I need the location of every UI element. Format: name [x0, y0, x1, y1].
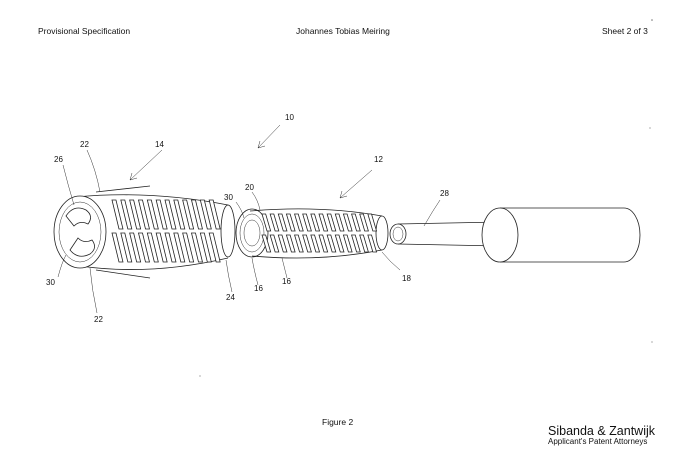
- figure-caption: Figure 2: [322, 417, 353, 427]
- helical-vane: [360, 235, 369, 252]
- ref-12: 12: [374, 155, 383, 164]
- housing-cylinder: [482, 208, 640, 262]
- helical-vane: [192, 233, 203, 262]
- helical-vane: [286, 214, 295, 231]
- helical-vane: [183, 233, 194, 262]
- helical-vane: [174, 200, 185, 229]
- helical-vane: [286, 235, 295, 252]
- ref-24: 24: [226, 293, 235, 302]
- small-cylinder: [250, 209, 388, 258]
- small-cylinder-vanes: [262, 214, 377, 252]
- ref-10: 10: [285, 113, 294, 122]
- helical-vane: [335, 235, 344, 252]
- helical-vane: [343, 214, 352, 231]
- ref-26: 26: [54, 155, 63, 164]
- helical-vane: [130, 233, 141, 262]
- helical-vane: [121, 200, 132, 229]
- helical-vane: [156, 233, 167, 262]
- helical-vane: [147, 200, 158, 229]
- scan-specks: [199, 19, 652, 376]
- ref-22b: 22: [94, 315, 103, 324]
- ref-16b: 16: [282, 277, 291, 286]
- helical-vane: [139, 233, 150, 262]
- helical-vane: [270, 214, 279, 231]
- helical-vane: [200, 200, 211, 229]
- helical-vane: [165, 200, 176, 229]
- ref-28: 28: [440, 189, 449, 198]
- helical-vane: [327, 235, 336, 252]
- helical-vane: [335, 214, 344, 231]
- ref-20: 20: [245, 183, 254, 192]
- helical-vane: [183, 200, 194, 229]
- helical-vane: [278, 214, 287, 231]
- helical-vane: [352, 235, 361, 252]
- helical-vane: [174, 233, 185, 262]
- helical-vane: [327, 214, 336, 231]
- ref-16a: 16: [254, 284, 263, 293]
- large-cylinder-end: [54, 196, 106, 268]
- ref-30a: 30: [224, 193, 233, 202]
- helical-vane: [209, 200, 220, 229]
- large-cylinder: [54, 186, 235, 278]
- helical-vane: [303, 235, 312, 252]
- ref-22a: 22: [80, 140, 89, 149]
- helical-vane: [147, 233, 158, 262]
- large-cylinder-vanes: [112, 200, 220, 262]
- helical-vane: [156, 200, 167, 229]
- helical-vane: [368, 235, 377, 252]
- helical-vane: [343, 235, 352, 252]
- helical-vane: [311, 235, 320, 252]
- helical-vane: [319, 214, 328, 231]
- helical-vane: [270, 235, 279, 252]
- helical-vane: [112, 233, 123, 262]
- helical-vane: [121, 233, 132, 262]
- helical-vane: [303, 214, 312, 231]
- helical-vane: [112, 200, 123, 229]
- ref-14: 14: [155, 140, 164, 149]
- helical-vane: [278, 235, 287, 252]
- patent-attorney-firm: Sibanda & Zantwijk: [548, 424, 655, 438]
- helical-vane: [319, 235, 328, 252]
- helical-vane: [200, 233, 211, 262]
- helical-vane: [192, 200, 203, 229]
- helical-vane: [368, 214, 377, 231]
- helical-vane: [139, 200, 150, 229]
- helical-vane: [165, 233, 176, 262]
- ref-30b: 30: [46, 278, 55, 287]
- helical-vane: [360, 214, 369, 231]
- helical-vane: [295, 235, 304, 252]
- helical-vane: [295, 214, 304, 231]
- patent-attorney-role: Applicant's Patent Attorneys: [548, 437, 647, 446]
- ref-18: 18: [402, 274, 411, 283]
- helical-vane: [352, 214, 361, 231]
- helical-vane: [311, 214, 320, 231]
- helical-vane: [209, 233, 220, 262]
- helical-vane: [130, 200, 141, 229]
